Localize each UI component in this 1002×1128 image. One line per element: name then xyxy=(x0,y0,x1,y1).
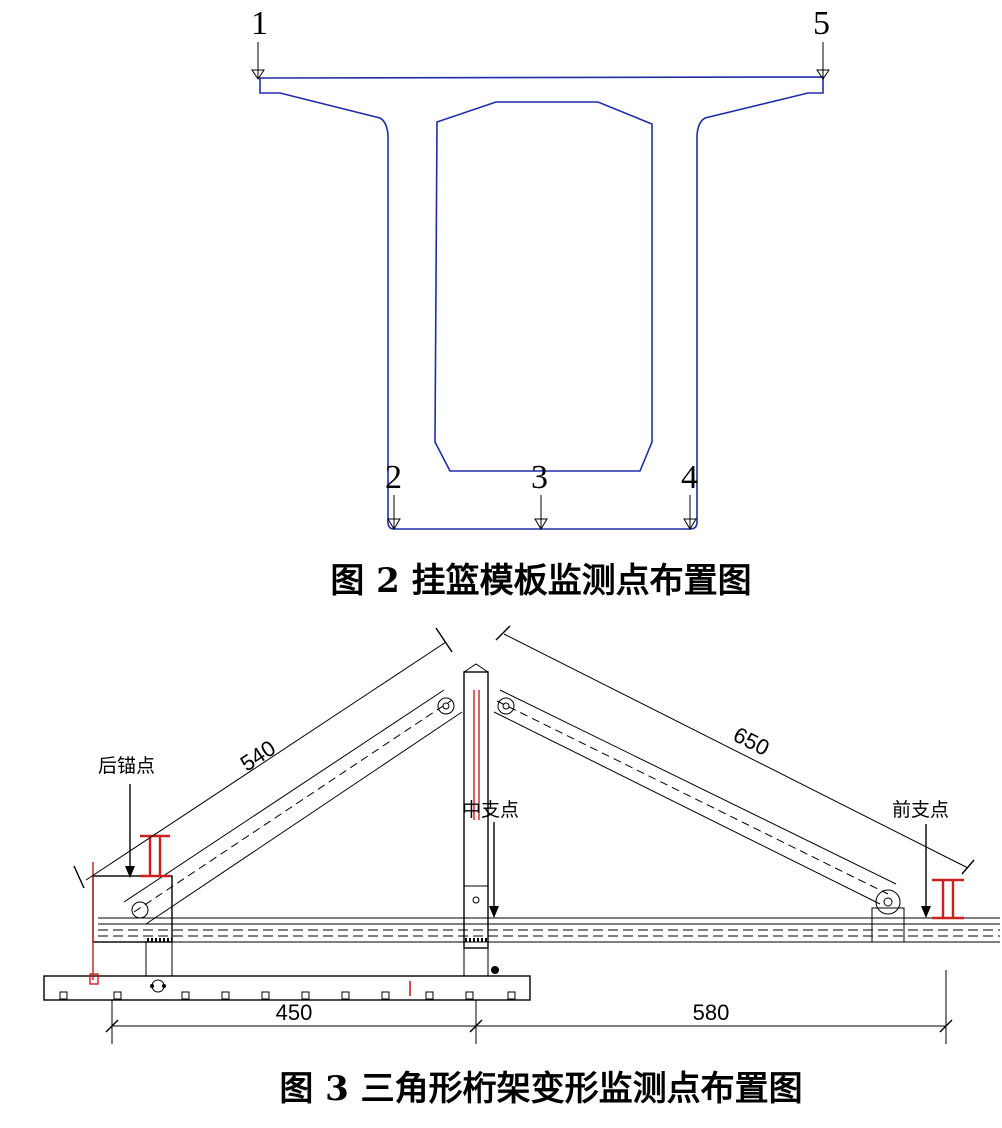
svg-text:650: 650 xyxy=(729,722,773,761)
svg-text:580: 580 xyxy=(693,1000,730,1025)
svg-text:2: 2 xyxy=(385,459,402,496)
survey-marker-4: 4 xyxy=(681,459,698,530)
girder-inner-cell xyxy=(434,101,653,472)
rear-i-beam xyxy=(140,834,170,878)
longitudinal-beam xyxy=(98,917,1000,943)
rear-inclined-member xyxy=(123,689,463,925)
middle-support-arrow xyxy=(489,822,499,918)
base-rail xyxy=(43,975,531,1001)
svg-text:3: 3 xyxy=(531,459,548,496)
central-post xyxy=(463,663,499,977)
figure-3-caption: 图 3 三角形桁架变形监测点布置图 xyxy=(279,1069,802,1109)
svg-text:5: 5 xyxy=(813,5,830,42)
survey-marker-3: 3 xyxy=(531,459,548,530)
svg-text:4: 4 xyxy=(681,459,698,496)
rear-anchor-frame xyxy=(89,862,173,993)
survey-marker-5: 5 xyxy=(813,5,830,80)
figure-3-truss: 后锚点 中支点 前支点 540 650 450 580 图 xyxy=(43,625,1000,1109)
figure-2-cross-section: 1 5 2 3 4 图 2 挂篮模板监测点布置图 xyxy=(251,5,830,601)
middle-support-label: 中支点 xyxy=(462,799,519,821)
dimension-front-chord: 650 xyxy=(495,625,975,875)
rear-anchor-label: 后锚点 xyxy=(98,755,155,777)
svg-text:450: 450 xyxy=(276,1000,313,1025)
front-support-label: 前支点 xyxy=(892,799,949,821)
svg-text:540: 540 xyxy=(236,735,280,776)
front-support-arrow xyxy=(921,824,931,918)
rear-anchor-arrow xyxy=(125,784,135,878)
front-inclined-member xyxy=(493,689,905,943)
front-i-beam xyxy=(932,878,964,920)
survey-marker-1: 1 xyxy=(251,5,268,80)
survey-marker-2: 2 xyxy=(385,459,402,530)
figure-2-caption: 图 2 挂篮模板监测点布置图 xyxy=(330,561,751,601)
dimension-base: 450 580 xyxy=(105,970,953,1044)
svg-text:1: 1 xyxy=(251,5,268,42)
